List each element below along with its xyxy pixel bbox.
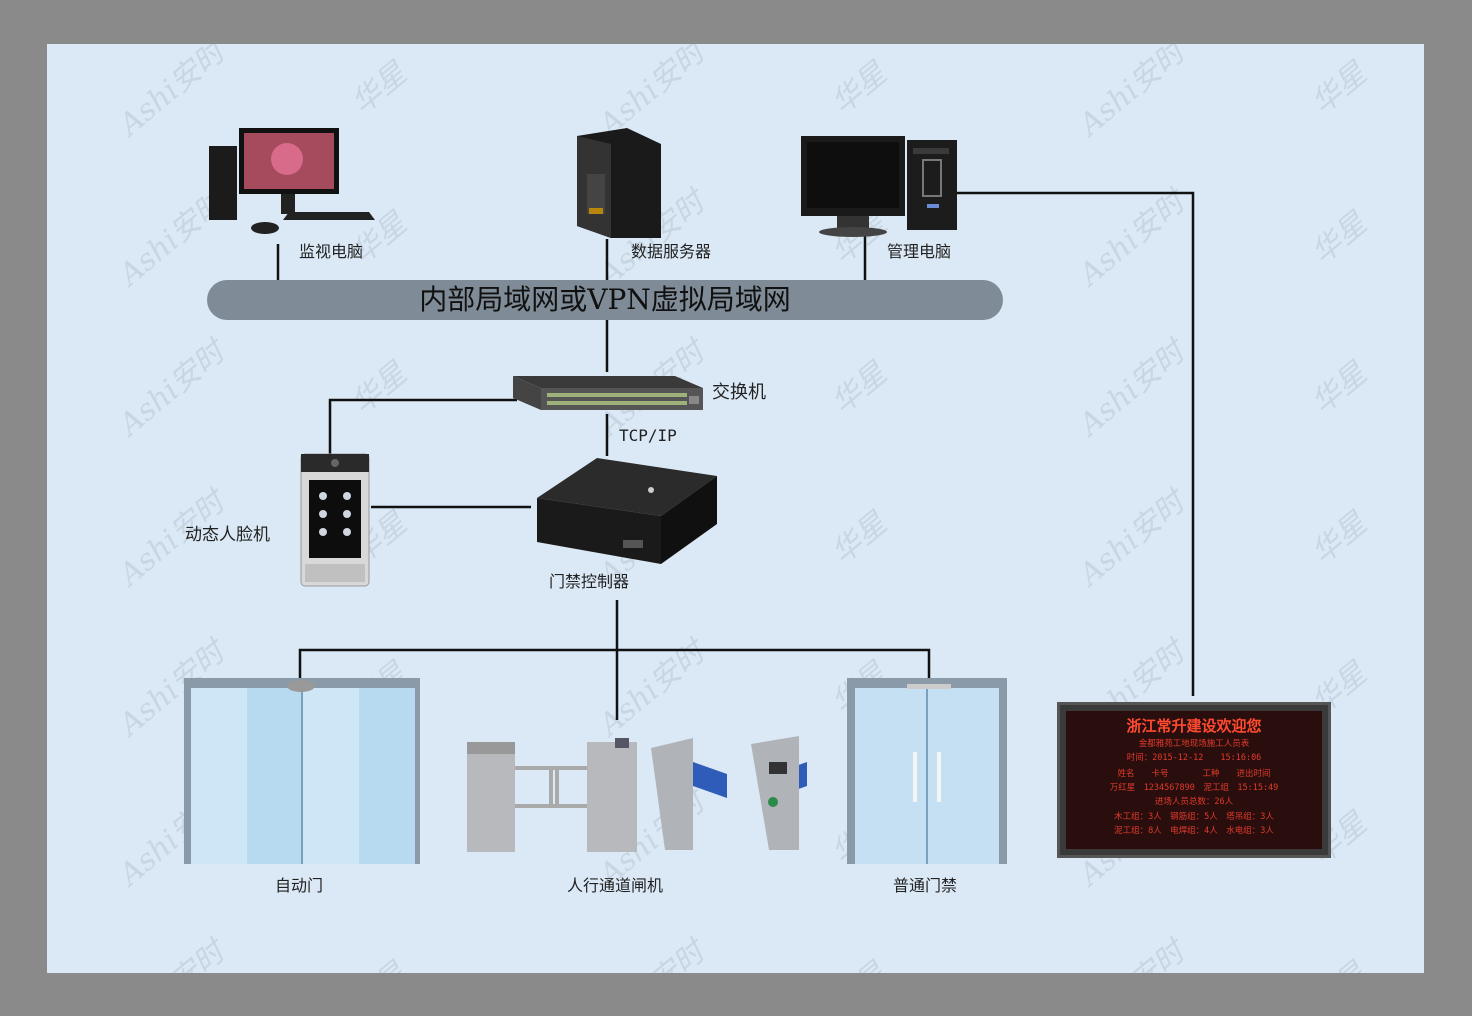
controller-label: 门禁控制器 xyxy=(549,572,630,591)
line-switch-face xyxy=(328,398,517,454)
connector-lines xyxy=(184,128,1195,864)
turnstile-flap-icon xyxy=(651,736,807,850)
face-device-icon xyxy=(300,453,370,587)
switch-icon xyxy=(513,376,703,410)
led-time: 时间：2015-12-12 15:16:06 xyxy=(1126,753,1262,763)
controller-icon xyxy=(537,458,717,564)
lan-bar: 内部局域网或VPN虚拟局域网 xyxy=(207,280,1003,320)
auto-door-label: 自动门 xyxy=(275,876,324,895)
data-server-icon xyxy=(577,128,661,238)
led-header: 姓名 卡号 工种 进出时间 xyxy=(1117,769,1271,779)
led-title: 浙江常升建设欢迎您 xyxy=(1126,717,1262,735)
switch-label: 交换机 xyxy=(712,382,766,403)
led-row1: 木工组：3人 钢筋组：5人 塔吊组：3人 xyxy=(1114,812,1274,822)
led-total: 进场人员总数：26人 xyxy=(1154,797,1234,807)
data-server-label: 数据服务器 xyxy=(631,242,712,261)
led-display: 浙江常升建设欢迎您 金都雅苑工地现场施工人员表 时间：2015-12-12 15… xyxy=(1057,702,1331,858)
auto-door-icon xyxy=(184,678,420,864)
admin-pc-label: 管理电脑 xyxy=(887,242,952,261)
led-record: 万红星 1234567890 泥工组 15:15:49 xyxy=(1109,783,1279,793)
line-admin-led xyxy=(957,191,1195,696)
monitor-pc-icon xyxy=(209,128,375,234)
line-bus-doors xyxy=(298,648,931,680)
led-screen: 浙江常升建设欢迎您 金都雅苑工地现场施工人员表 时间：2015-12-12 15… xyxy=(1066,711,1322,849)
admin-pc-icon xyxy=(801,136,957,237)
turnstile-label: 人行通道闸机 xyxy=(567,876,664,895)
monitor-pc-label: 监视电脑 xyxy=(299,242,364,261)
face-device-label: 动态人脸机 xyxy=(185,525,270,545)
normal-door-icon xyxy=(847,678,1007,864)
protocol-label: TCP/IP xyxy=(619,426,677,445)
led-subtitle: 金都雅苑工地现场施工人员表 xyxy=(1138,739,1250,749)
lan-label: 内部局域网或VPN虚拟局域网 xyxy=(419,283,791,316)
normal-door-label: 普通门禁 xyxy=(893,876,958,895)
led-row2: 泥工组：8人 电焊组：4人 水电组：3人 xyxy=(1114,826,1274,836)
turnstile-swing-icon xyxy=(467,738,637,852)
